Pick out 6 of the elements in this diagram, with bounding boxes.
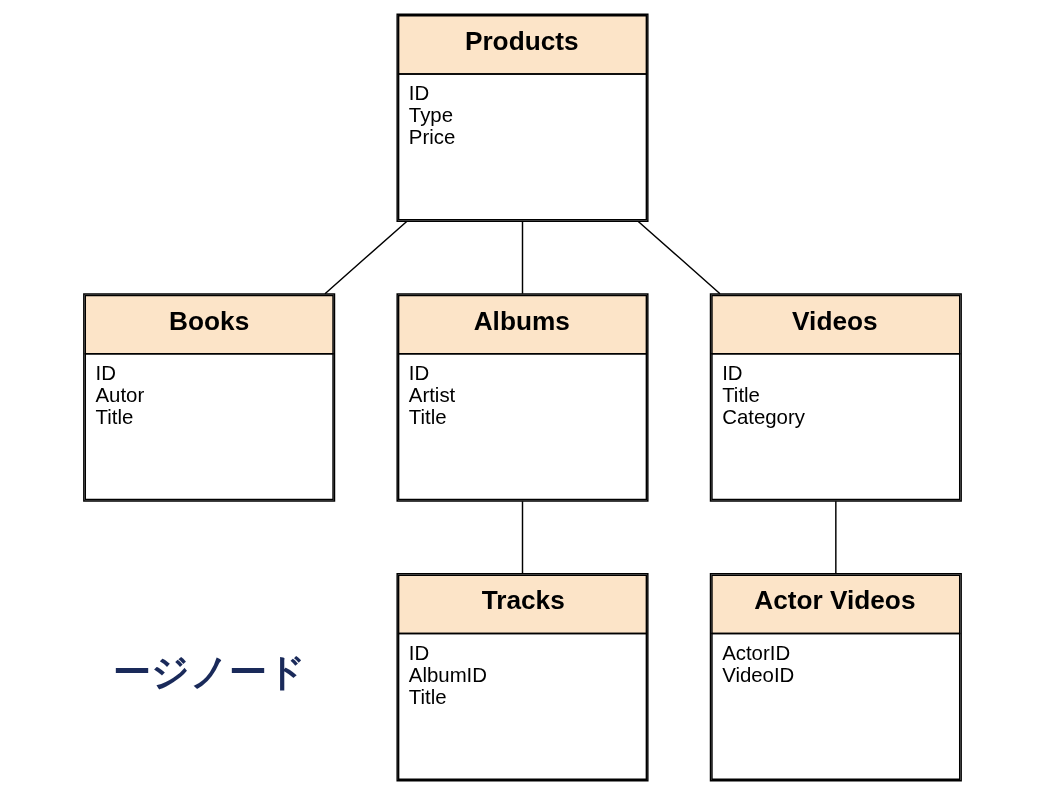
connector bbox=[521, 500, 524, 575]
label: ージノード bbox=[112, 650, 306, 695]
connector bbox=[835, 500, 837, 575]
connector bbox=[637, 220, 721, 295]
connector bbox=[324, 220, 408, 295]
connector bbox=[521, 220, 524, 295]
